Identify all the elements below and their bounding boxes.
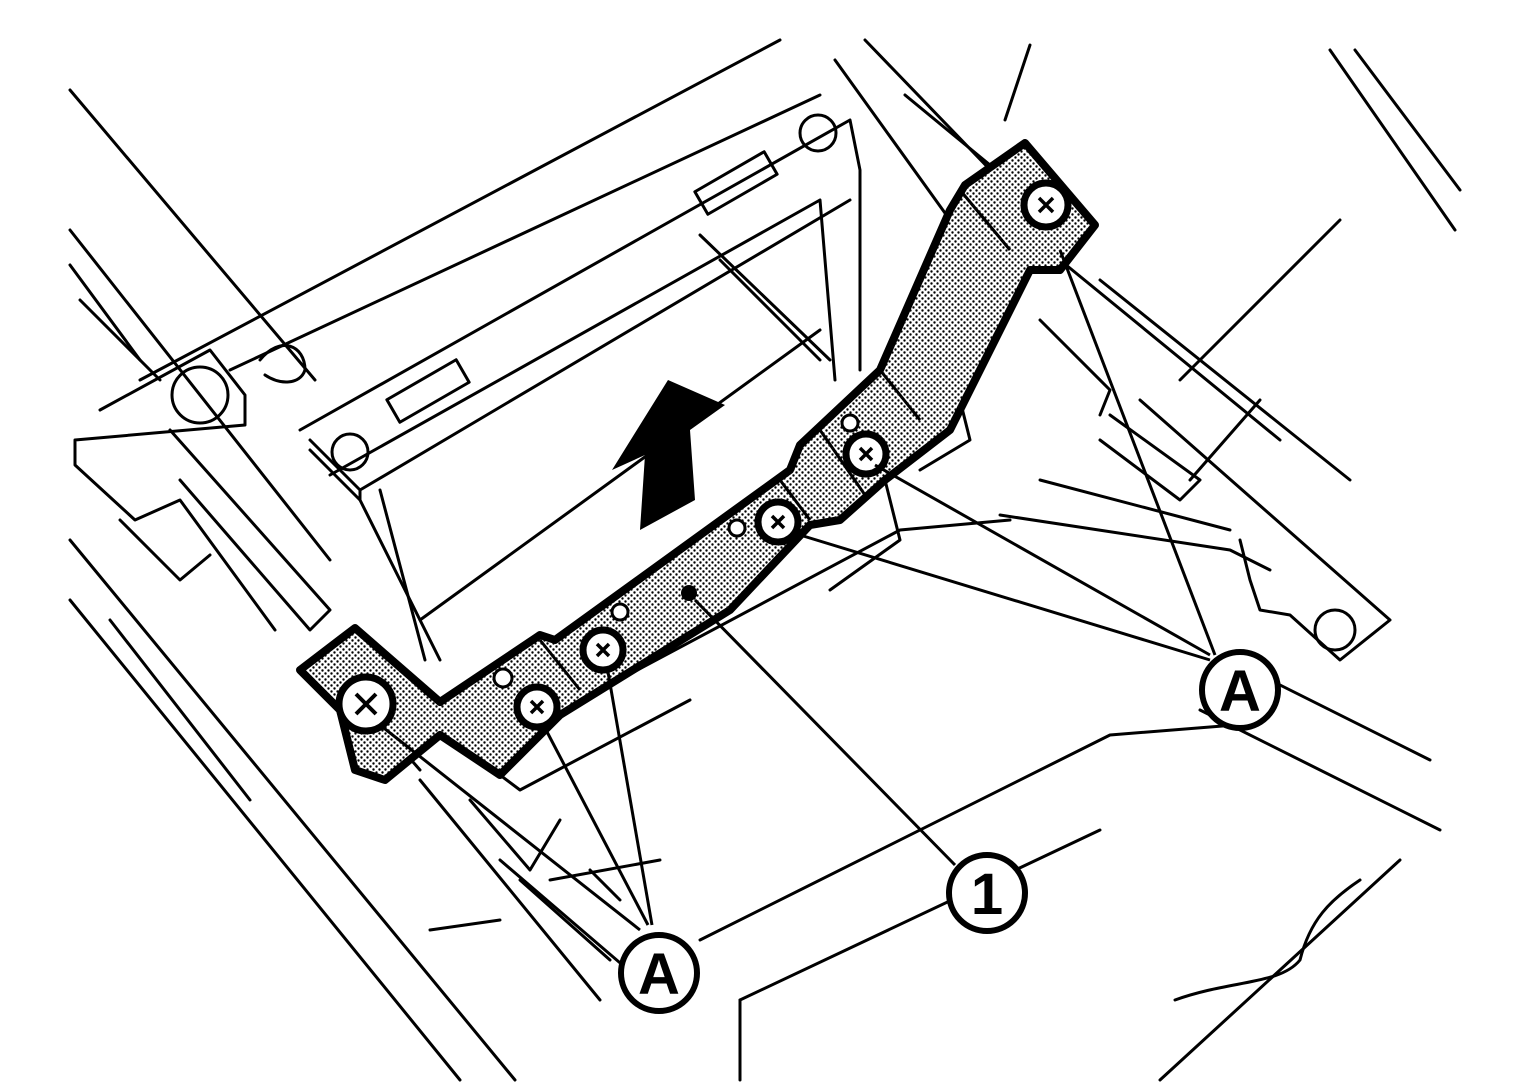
callout-part-1: 1 bbox=[946, 852, 1028, 934]
screw-icon bbox=[1020, 179, 1072, 231]
screw-icon bbox=[579, 626, 627, 674]
bracket-part bbox=[296, 139, 1099, 784]
callout-a-bottom-label: A bbox=[638, 942, 680, 1007]
callout-a-bottom: A bbox=[618, 932, 700, 1014]
hole bbox=[727, 518, 747, 538]
hole bbox=[610, 602, 630, 622]
screw-icon bbox=[513, 683, 561, 731]
leader-lines bbox=[379, 249, 1217, 932]
background-structure bbox=[68, 38, 1462, 1082]
hole bbox=[840, 413, 860, 433]
up-arrow-icon bbox=[612, 380, 725, 530]
hole bbox=[492, 667, 514, 689]
screw-icon bbox=[335, 673, 397, 735]
screw-group bbox=[335, 179, 1072, 735]
screw-icon bbox=[754, 498, 802, 546]
part-reference-dot bbox=[681, 585, 697, 601]
callout-part-1-label: 1 bbox=[971, 862, 1003, 927]
callout-a-right: A bbox=[1199, 649, 1281, 731]
callout-a-right-label: A bbox=[1219, 659, 1261, 724]
